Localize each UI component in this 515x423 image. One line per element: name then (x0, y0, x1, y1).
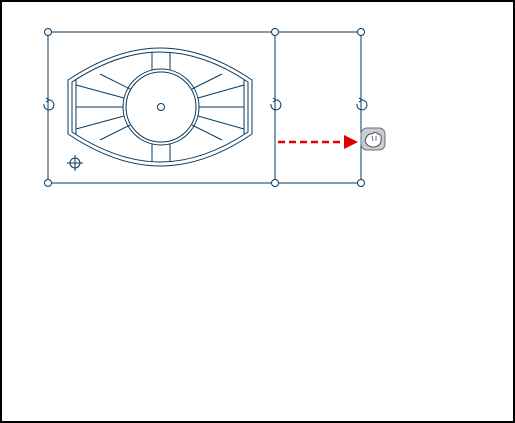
resize-handle-icon[interactable] (357, 179, 365, 187)
resize-handle-icon[interactable] (44, 179, 52, 187)
stretch-preview-box (274, 31, 362, 184)
rotate-handle-icon[interactable] (356, 97, 368, 111)
resize-handle-icon[interactable] (357, 28, 365, 36)
move-crosshair-icon[interactable] (67, 155, 83, 171)
resize-handle-icon[interactable] (271, 28, 279, 36)
rotate-handle-icon[interactable] (43, 97, 55, 111)
drag-direction-arrow (278, 135, 358, 149)
rotate-handle-icon[interactable] (270, 97, 282, 111)
resize-handle-icon[interactable] (271, 179, 279, 187)
resize-handle-icon[interactable] (44, 28, 52, 36)
eye-shaped-fixture-icon[interactable] (67, 47, 253, 167)
grab-hand-cursor-icon (360, 127, 386, 151)
